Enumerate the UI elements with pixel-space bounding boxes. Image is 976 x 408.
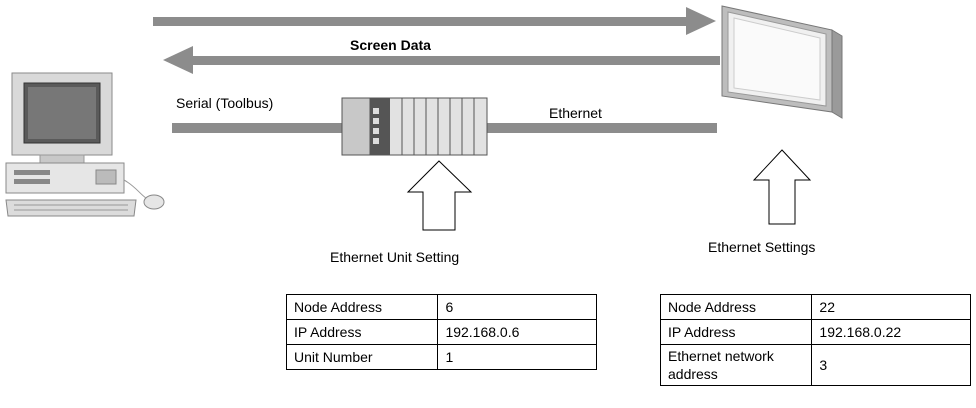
- serial-line: [172, 123, 355, 133]
- up-arrow-pt: [752, 149, 812, 225]
- screen-data-arrow: [163, 46, 720, 74]
- setting-value: 1: [437, 344, 597, 370]
- table-row: IP Address 192.168.0.6: [285, 319, 597, 345]
- setting-label: IP Address: [285, 319, 439, 345]
- table-row: Node Address 6: [285, 294, 597, 320]
- setting-value: 22: [811, 294, 971, 320]
- screen-data-label: Screen Data: [350, 37, 431, 53]
- up-arrow-plc: [406, 160, 473, 231]
- pt-settings-table: Node Address 22 IP Address 192.168.0.22 …: [659, 294, 971, 386]
- serial-label: Serial (Toolbus): [176, 95, 274, 111]
- setting-label: IP Address: [659, 319, 813, 345]
- ethernet-line: [483, 123, 717, 133]
- setting-label: Unit Number: [285, 344, 439, 370]
- plc-rack-icon: [341, 97, 488, 156]
- setting-value: 6: [437, 294, 597, 320]
- arrow-right-top: [153, 7, 716, 35]
- setting-label: Node Address: [285, 294, 439, 320]
- touch-panel-icon: [721, 5, 843, 119]
- table-row: IP Address 192.168.0.22: [659, 319, 971, 345]
- setting-value: 3: [811, 344, 971, 386]
- table-row: Unit Number 1: [285, 344, 597, 370]
- setting-value: 192.168.0.22: [811, 319, 971, 345]
- table-row: Ethernet network address 3: [659, 344, 971, 386]
- setting-label: Node Address: [659, 294, 813, 320]
- ethernet-settings-label: Ethernet Settings: [708, 239, 816, 255]
- desktop-computer-icon: [5, 72, 165, 217]
- ethernet-label: Ethernet: [549, 105, 602, 121]
- setting-value: 192.168.0.6: [437, 319, 597, 345]
- table-row: Node Address 22: [659, 294, 971, 320]
- plc-settings-table: Node Address 6 IP Address 192.168.0.6 Un…: [285, 294, 597, 370]
- setting-label: Ethernet network address: [659, 344, 813, 386]
- ethernet-unit-setting-label: Ethernet Unit Setting: [330, 249, 460, 265]
